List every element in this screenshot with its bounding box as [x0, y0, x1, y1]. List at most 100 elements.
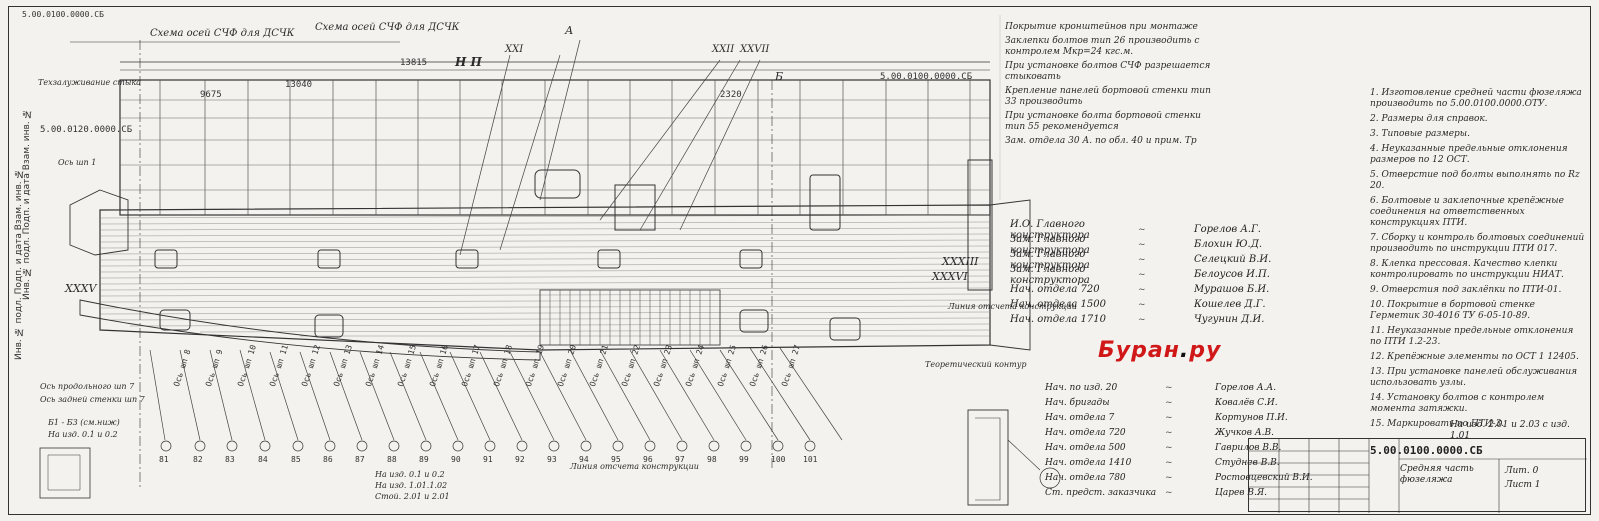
signature-mark: ~: [1165, 382, 1173, 393]
callout-number: 96: [643, 455, 653, 464]
section-xxxiii: XXXIII: [942, 255, 979, 268]
callout-number: 86: [323, 455, 333, 464]
approval-rows: Зам. Главного конструктора~Блохин Ю.Д.За…: [1010, 233, 1304, 327]
logo-dot: .: [1179, 338, 1190, 363]
approval-signature: ~: [1138, 299, 1146, 310]
bottom-ref-label: На изд. 0.1 и 0.2: [48, 430, 118, 439]
note-right: 11. Неуказанные предельные отклонения по…: [1370, 326, 1574, 347]
callout-number: 90: [451, 455, 461, 464]
signature-name: Горелов А.А.: [1215, 382, 1277, 393]
signature-name: Царев В.Я.: [1215, 487, 1268, 498]
signature-mark: ~: [1165, 487, 1173, 498]
signature-mark: ~: [1165, 412, 1173, 423]
signature-mark: ~: [1165, 442, 1173, 453]
dim-13040: 13040: [285, 80, 313, 90]
section-xxi: XXI: [505, 44, 524, 55]
approval-name: Кошелев Д.Г.: [1194, 299, 1266, 310]
approval-row: Нач. отдела 720~Мурашов Б.И.: [1010, 282, 1304, 297]
approval-name: Чугунин Д.И.: [1194, 314, 1265, 325]
signature-row: Нач. по изд. 20 ~ Горелов А.А.: [1045, 380, 1325, 395]
note-right: 1. Изготовление средней части фюзеляжа п…: [1370, 88, 1582, 109]
approval-row: Нач. отдела 1500~Кошелев Д.Г.: [1010, 297, 1304, 312]
callout-number: 98: [707, 455, 717, 464]
signature-role: Нач. отдела 780: [1045, 472, 1126, 483]
signature-role: Нач. отдела 500: [1045, 442, 1126, 453]
corner-number: 5.00.0100.0000.СБ: [22, 10, 104, 19]
buran-logo: Буран.ру: [1098, 338, 1221, 363]
callout-number: 84: [258, 455, 268, 464]
theor-contour-label: Теоретический контур: [925, 360, 1027, 369]
approval-signature: ~: [1138, 254, 1146, 265]
signature-role: Нач. отдела 720: [1045, 427, 1126, 438]
signature-row: Нач. бригады~Ковалёв С.И.: [1045, 395, 1325, 410]
note-right: 4. Неуказанные предельные отклонения раз…: [1370, 144, 1568, 165]
approval-signature: ~: [1138, 239, 1146, 250]
logo-text-1: Буран: [1098, 338, 1180, 363]
signature-row: Нач. отдела 7~Кортунов П.И.: [1045, 410, 1325, 425]
approval-block: И.О. Главного конструктора~Горелов А.Г. …: [1010, 218, 1304, 327]
note-right: 3. Типовые размеры.: [1370, 129, 1470, 139]
approval-row: Зам. Главного конструктора~Селецкий В.И.: [1010, 249, 1304, 271]
approval-header: И.О. Главного конструктора: [1010, 218, 1090, 241]
signature-mark: ~: [1165, 457, 1173, 468]
signature-mark: ~: [1165, 472, 1173, 483]
zone-a-label: А: [565, 24, 574, 37]
callout-number: 82: [193, 455, 203, 464]
signature-role: Ст. предст. заказчика: [1045, 487, 1157, 498]
drawing-frame: [8, 6, 1591, 515]
signature-mark: ~: [1165, 397, 1173, 408]
approval-role: Зам. Главного конструктора: [1010, 233, 1090, 256]
signature-role: Нач. отдела 1410: [1045, 457, 1132, 468]
note-right: 9. Отверстия под заклёпки по ПТИ-01.: [1370, 285, 1562, 295]
bottom-ref-2: На изд. 1.01.1.02: [375, 481, 448, 490]
section-xxii: XXII: [712, 44, 735, 55]
title-stamp-mid: На изд. 2.01 и 2.03 с изд. 1.01: [1450, 420, 1570, 441]
signature-name: Ковалёв С.И.: [1215, 397, 1278, 408]
approval-name: Блохин Ю.Д.: [1194, 239, 1263, 250]
signature-role: Нач. по изд. 20: [1045, 382, 1118, 393]
approval-signature: ~: [1138, 314, 1146, 325]
callout-number: 83: [225, 455, 235, 464]
callout-number: 101: [803, 455, 818, 464]
ref-right-label: 5.00.0100.0000.СБ: [880, 72, 973, 82]
approval-role: Нач. отдела 720: [1010, 284, 1100, 295]
signature-row: Нач. отдела 1410~Студнев В.В.: [1045, 455, 1325, 470]
callout-number: 100: [771, 455, 786, 464]
title-block: [1248, 438, 1587, 513]
approval-role: Нач. отдела 1710: [1010, 314, 1106, 325]
approval-signature: ~: [1138, 269, 1146, 280]
dim-main: 13815: [400, 58, 428, 68]
notes-right-list: 1. Изготовление средней части фюзеляжа п…: [1370, 88, 1585, 430]
axis-zp7-label: Ось задней стенки шп 7: [40, 395, 145, 404]
approval-name: Мурашов Б.И.: [1194, 284, 1270, 295]
note-mid-5: При установке болта бортовой стенки тип …: [1005, 111, 1201, 132]
approval-role: Зам. Главного конструктора: [1010, 263, 1090, 286]
callout-number: 95: [611, 455, 621, 464]
title-number: 5.00.0100.0000.СБ: [1370, 444, 1483, 457]
title-block-grid: [1249, 439, 1587, 513]
bottom-ref-3: Стой. 2.01 и 2.01: [375, 492, 450, 501]
ref-left-label: 5.00.0120.0000.СБ: [40, 125, 133, 135]
zone-np-label: Н П: [455, 55, 482, 69]
logo-text-2: ру: [1189, 338, 1222, 363]
callout-number: 88: [387, 455, 397, 464]
title-sheet: Лист 1: [1505, 480, 1541, 490]
note-right: 12. Крепёжные элементы по ОСТ 1 12405.: [1370, 352, 1579, 362]
title-name: Средняя часть фюзеляжа: [1400, 464, 1474, 485]
callout-number: 94: [579, 455, 589, 464]
scheme-label-left: Схема осей СЧФ для ДСЧК: [150, 28, 295, 39]
scheme-label-mid: Схема осей СЧФ для ДСЧК: [315, 22, 460, 33]
note-mid-1: Покрытие кронштейнов при монтаже: [1005, 22, 1198, 32]
approval-row: Нач. отдела 1710 ~ Чугунин Д.И.: [1010, 312, 1304, 327]
note-mid-2: Заклепки болтов тип 26 производить с кон…: [1005, 36, 1200, 57]
base-line-label: Линия отсчета конструкции: [570, 462, 699, 471]
note-mid-4: Крепление панелей бортовой стенки тип 33…: [1005, 86, 1211, 107]
note-right: 6. Болтовые и заклепочные крепёжные соед…: [1370, 196, 1564, 228]
callout-number: 92: [515, 455, 525, 464]
note-mid-6: Зам. отдела 30 А. по обл. 40 и прим. Тр: [1005, 136, 1197, 146]
callout-number: 85: [291, 455, 301, 464]
axis-15-label: Ось шп 1: [58, 158, 97, 167]
section-xxxv: XXXV: [65, 282, 97, 295]
